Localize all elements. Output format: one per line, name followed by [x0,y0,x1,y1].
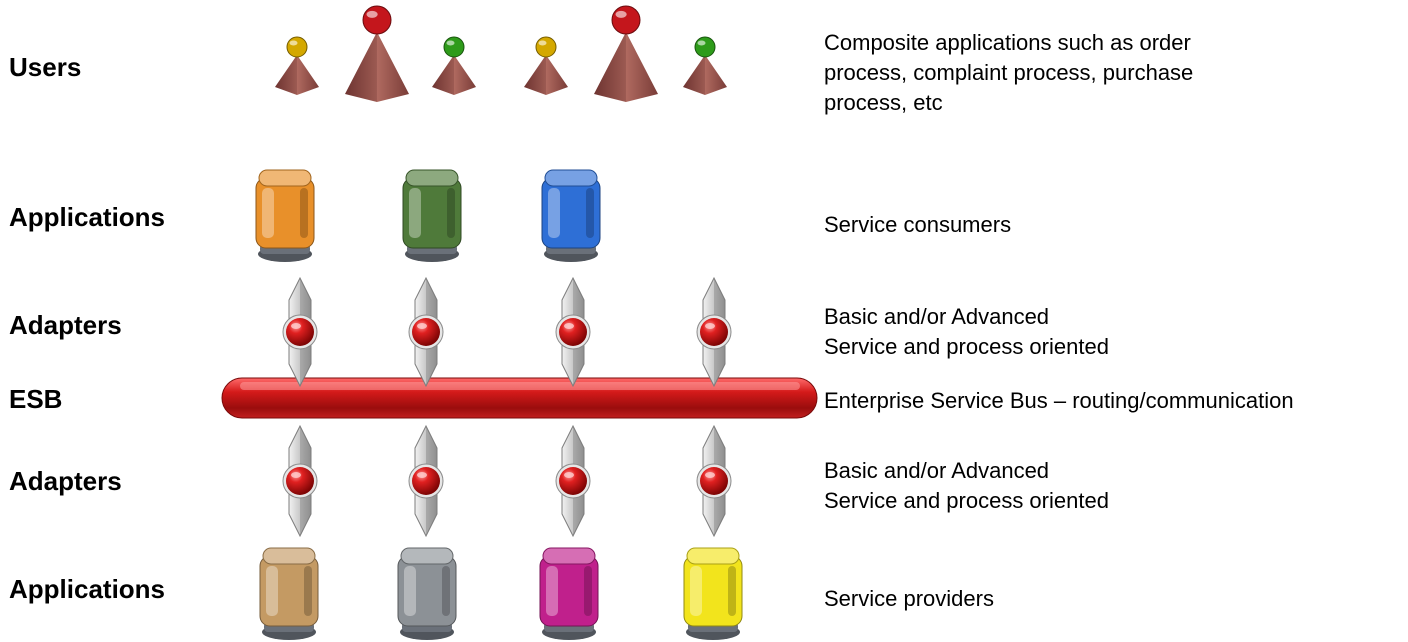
row-label-adapters-lower: Adapters [9,466,122,496]
row-description-adapters-lower: Basic and/or Advanced Service and proces… [824,458,1109,513]
user-pyramid-right [377,32,409,102]
user-head-glint [538,40,547,46]
adapter-lower-4 [696,424,732,538]
user-head-glint [366,10,378,18]
grass-cube [402,169,462,262]
row-description-applications-consumers: Service consumers [824,212,1012,237]
user-pyramid-right [626,32,658,102]
user-4 [524,36,568,95]
adapter-orb-icon [700,467,728,495]
bubble-cube [541,169,601,262]
cube-shadow [586,188,594,238]
user-head-glint [289,40,298,46]
adapter-upper-4 [696,276,732,388]
adapter-orb-icon [559,318,587,346]
adapter-orb-glint [564,323,574,329]
user-5 [594,5,658,102]
user-pyramid-right [546,55,568,95]
adapter-orb-icon [412,467,440,495]
adapter-lower-3 [555,424,591,538]
cube-top [542,547,596,565]
adapter-orb-icon [412,318,440,346]
user-1 [275,36,319,95]
adapter-lower-1 [282,424,318,538]
cube-glass-glint [546,566,558,616]
adapter-orb-glint [564,472,574,478]
cube-shadow [447,188,455,238]
user-pyramid-left [683,55,705,95]
cube-glass-glint [548,188,560,238]
user-head-glint [697,40,706,46]
user-head-glint [615,10,627,18]
user-pyramid-left [432,55,454,95]
cube-glass-glint [266,566,278,616]
row-label-adapters-upper: Adapters [9,310,122,340]
adapter-upper-1 [282,276,318,388]
adapter-orb-glint [705,323,715,329]
cube-glass-glint [404,566,416,616]
adapter-orb-icon [559,467,587,495]
cube-top [405,169,459,187]
row-label-applications-consumers: Applications [9,202,166,232]
user-6 [683,36,727,95]
adapter-orb-glint [291,472,301,478]
cube-shadow [584,566,592,616]
wood-cube [259,547,319,640]
cube-top [258,169,312,187]
row-description-esb: Enterprise Service Bus – routing/communi… [824,388,1294,413]
user-pyramid-right [454,55,476,95]
cube-top [262,547,316,565]
adapter-orb-glint [417,323,427,329]
user-pyramid-right [705,55,727,95]
row-description-applications-providers: Service providers [824,586,994,611]
user-pyramid-left [594,32,626,102]
user-head-ball [694,36,716,58]
user-2 [345,5,409,102]
row-description-adapters-upper: Basic and/or Advanced Service and proces… [824,304,1109,359]
row-label-applications-providers: Applications [9,574,166,604]
cube-shadow [304,566,312,616]
cube-shadow [728,566,736,616]
adapter-orb-glint [417,472,427,478]
esb-bus-highlight [240,382,800,390]
magenta-cube [539,547,599,640]
cube-glass-glint [690,566,702,616]
adapter-upper-2 [408,276,444,388]
cube-top [544,169,598,187]
user-head-ball [535,36,557,58]
user-head-ball [611,5,641,35]
adapter-orb-icon [700,318,728,346]
orange-cube [255,169,315,262]
adapter-lower-2 [408,424,444,538]
row-label-users: Users [9,52,82,82]
row-label-esb: ESB [9,384,63,414]
user-head-ball [362,5,392,35]
cube-glass-glint [409,188,421,238]
adapter-orb-icon [286,318,314,346]
adapter-orb-icon [286,467,314,495]
adapter-orb-glint [705,472,715,478]
cube-shadow [442,566,450,616]
cube-top [400,547,454,565]
user-3 [432,36,476,95]
user-head-ball [286,36,308,58]
cube-glass-glint [262,188,274,238]
user-pyramid-left [524,55,546,95]
layered-cube [683,547,743,640]
user-pyramid-left [345,32,377,102]
adapter-upper-3 [555,276,591,388]
row-description-users: Composite applications such as order pro… [824,30,1194,115]
adapter-orb-glint [291,323,301,329]
cube-top [686,547,740,565]
chrome-balls-cube [397,547,457,640]
user-pyramid-right [297,55,319,95]
user-head-ball [443,36,465,58]
user-pyramid-left [275,55,297,95]
cube-shadow [300,188,308,238]
user-head-glint [446,40,455,46]
